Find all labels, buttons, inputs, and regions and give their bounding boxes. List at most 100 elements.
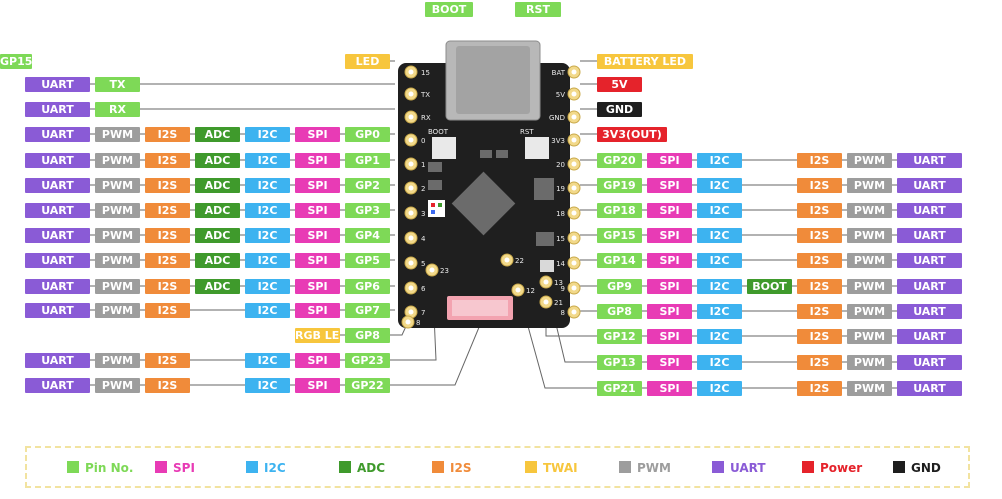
left-pin-number: RX: [421, 114, 431, 122]
left-tag-pin: GP22: [345, 378, 390, 393]
left-pin-number: 7: [421, 309, 425, 317]
right-tag-i2s: I2S: [797, 304, 842, 319]
legend-swatch: [893, 461, 905, 473]
left-pin-number: 6: [421, 285, 426, 293]
left-tag-pin: RX: [95, 102, 140, 117]
pad-number: 12: [526, 287, 535, 295]
right-tag-twai: BATTERY LED: [597, 54, 693, 69]
legend-swatch: [67, 461, 79, 473]
right-tag-pin: GP18: [597, 203, 642, 218]
legend-label: I2C: [264, 461, 286, 475]
right-tag-pwm: PWM: [847, 304, 892, 319]
left-tag-i2c: I2C: [245, 228, 290, 243]
right-tag-i2c: I2C: [697, 178, 742, 193]
rgb-led-b: [431, 210, 435, 214]
left-pin-number: 3: [421, 210, 425, 218]
right-pin-number: 5V: [556, 91, 565, 99]
legend-item-uart: UART: [712, 460, 766, 476]
left-tag-pwm: PWM: [95, 127, 140, 142]
left-tag-pwm: PWM: [95, 203, 140, 218]
right-pad-hole: [571, 161, 577, 167]
rst-switch: [525, 137, 549, 159]
left-tag-uart: UART: [25, 127, 90, 142]
right-tag-pwm: PWM: [847, 355, 892, 370]
left-tag-pin: GP8: [345, 328, 390, 343]
right-tag-i2c: I2C: [697, 355, 742, 370]
left-pad-hole: [408, 285, 414, 291]
left-pin-number: 15: [421, 69, 430, 77]
right-pin-number: 3V3: [551, 137, 565, 145]
mcu-chip: [451, 171, 516, 236]
right-pin-number: GND: [549, 114, 565, 122]
legend-item-pwm: PWM: [619, 460, 671, 476]
legend-item-i2c: I2C: [246, 460, 286, 476]
component-5: [428, 180, 442, 190]
left-tag-pwm: PWM: [95, 253, 140, 268]
left-tag-i2s: I2S: [145, 353, 190, 368]
right-tag-uart: UART: [897, 355, 962, 370]
right-pin-number: 18: [556, 210, 565, 218]
left-pad-hole: [408, 235, 414, 241]
left-tag-spi: SPI: [295, 203, 340, 218]
right-tag-i2s: I2S: [797, 279, 842, 294]
antenna-inner: [452, 300, 508, 316]
right-tag-pwm: PWM: [847, 381, 892, 396]
inner-pad-hole: [543, 279, 549, 285]
legend-swatch: [155, 461, 167, 473]
right-tag-uart: UART: [897, 381, 962, 396]
right-tag-pwm: PWM: [847, 279, 892, 294]
left-tag-i2s: I2S: [145, 378, 190, 393]
left-tag-i2c: I2C: [245, 203, 290, 218]
legend-swatch: [246, 461, 258, 473]
left-tag-spi: SPI: [295, 228, 340, 243]
boot-button-label: BOOT: [425, 2, 473, 17]
left-tag-uart: UART: [25, 77, 90, 92]
right-pad-hole: [571, 69, 577, 75]
left-tag-uart: UART: [25, 102, 90, 117]
right-tag-pin: GP13: [597, 355, 642, 370]
legend-swatch: [339, 461, 351, 473]
legend-swatch: [619, 461, 631, 473]
right-tag-pwm: PWM: [847, 178, 892, 193]
pad-number: 23: [440, 267, 449, 275]
left-tag-adc: ADC: [195, 127, 240, 142]
pad-number: 13: [554, 279, 563, 287]
right-tag-i2s: I2S: [797, 203, 842, 218]
right-tag-i2s: I2S: [797, 178, 842, 193]
component-4: [428, 162, 442, 172]
left-tag-pin: GP5: [345, 253, 390, 268]
right-pad-hole: [571, 91, 577, 97]
right-tag-power: 5V: [597, 77, 642, 92]
legend-item-twai: TWAI: [525, 460, 578, 476]
legend-item-pin: Pin No.: [67, 460, 133, 476]
rgb-led-r: [431, 203, 435, 207]
left-tag-pin: TX: [95, 77, 140, 92]
pad-number: 22: [515, 257, 524, 265]
right-tag-uart: UART: [897, 228, 962, 243]
right-tag-pwm: PWM: [847, 153, 892, 168]
legend-label: Power: [820, 461, 863, 475]
legend-swatch: [802, 461, 814, 473]
rst-button-label: RST: [515, 2, 561, 17]
legend-label: ADC: [357, 461, 386, 475]
legend-label: SPI: [173, 461, 195, 475]
right-tag-uart: UART: [897, 329, 962, 344]
right-tag-uart: UART: [897, 304, 962, 319]
right-tag-i2c: I2C: [697, 228, 742, 243]
left-pad-hole: [408, 309, 414, 315]
left-tag-spi: SPI: [295, 353, 340, 368]
right-tag-spi: SPI: [647, 178, 692, 193]
right-tag-i2c: I2C: [697, 329, 742, 344]
left-tag-pin: GP1: [345, 153, 390, 168]
boot-switch: [432, 137, 456, 159]
silk-rst: RST: [520, 128, 534, 136]
left-tag-twai: RGB LED: [295, 328, 340, 343]
silk-boot: BOOT: [428, 128, 449, 136]
left-tag-i2c: I2C: [245, 127, 290, 142]
legend-item-i2s: I2S: [432, 460, 471, 476]
right-tag-i2s: I2S: [797, 355, 842, 370]
right-tag-i2s: I2S: [797, 253, 842, 268]
left-tag-uart: UART: [25, 378, 90, 393]
